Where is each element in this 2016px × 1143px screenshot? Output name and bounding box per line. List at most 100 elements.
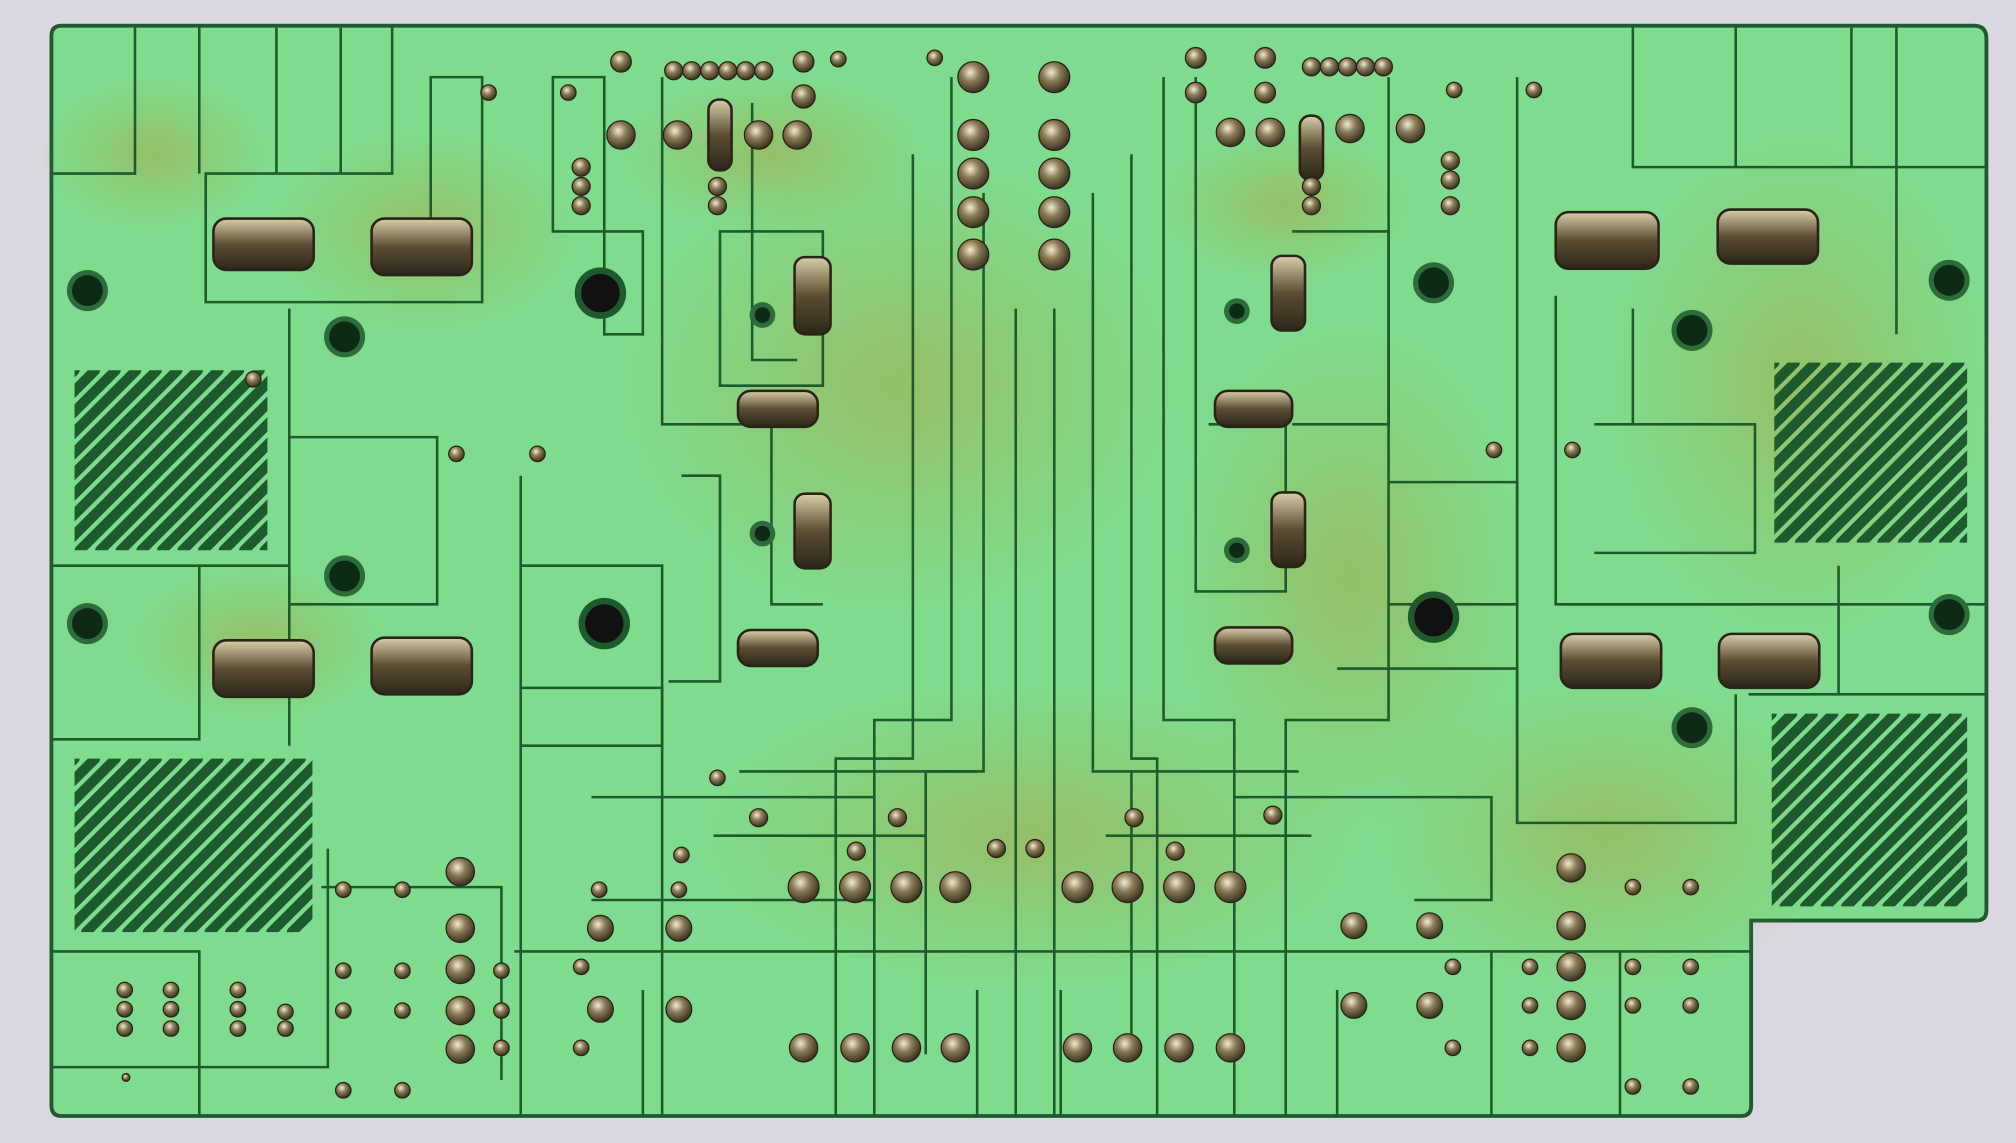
solder-joint — [829, 50, 847, 68]
solder-joint — [957, 118, 990, 152]
vertical-pad — [793, 255, 832, 336]
solder-joint — [1337, 57, 1358, 77]
large-pad — [736, 628, 819, 668]
hole — [1933, 599, 1965, 630]
solder-joint — [940, 1033, 971, 1063]
solder-joint — [891, 1033, 922, 1063]
solder-joint — [1301, 176, 1322, 197]
trace — [1130, 154, 1159, 1116]
solder-joint — [610, 50, 632, 73]
vent-slot — [218, 499, 268, 551]
solder-joint — [1440, 170, 1460, 190]
vent-slot — [1918, 491, 1968, 543]
solder-joint — [572, 1039, 590, 1057]
solder-joint — [1301, 196, 1322, 216]
solder-joint — [394, 881, 411, 899]
solder-joint — [787, 871, 820, 904]
vent-slot — [225, 842, 313, 933]
solder-joint — [1395, 113, 1426, 144]
trace — [204, 25, 484, 304]
solder-joints — [116, 46, 1700, 1099]
vent-slot — [1774, 362, 1862, 453]
solder-joint — [1038, 157, 1071, 190]
vent-slot — [74, 758, 183, 869]
solder-joint — [1038, 196, 1071, 229]
solder-joint — [334, 962, 352, 980]
solder-joint — [244, 370, 262, 388]
large-pad — [1559, 632, 1663, 690]
vent-slot — [1774, 362, 1883, 473]
vent-slot — [74, 758, 245, 931]
vent-slot — [1771, 713, 1963, 906]
stain — [1157, 128, 1415, 283]
solder-joint — [1556, 952, 1586, 982]
vertical-pad — [707, 98, 733, 172]
solder-joint — [394, 962, 411, 980]
solder-joint — [1038, 61, 1071, 94]
vent-slot — [115, 396, 268, 551]
solder-joint — [1355, 57, 1376, 77]
vent-slot — [1923, 860, 1968, 907]
solder-joint — [1556, 990, 1586, 1021]
solder-joint — [1184, 46, 1207, 69]
solder-joint — [1124, 808, 1144, 828]
large-pad — [212, 217, 316, 272]
solder-joint — [445, 856, 476, 887]
screw-head — [581, 273, 620, 313]
solder-joint — [838, 871, 872, 904]
vent-slot — [74, 758, 121, 807]
solder-joint — [662, 120, 693, 150]
trace — [1515, 77, 1738, 825]
trace — [1631, 25, 1987, 169]
solder-joint — [590, 881, 608, 899]
solder-joint — [116, 1000, 134, 1018]
solder-joint — [571, 157, 591, 177]
solder-joint — [957, 61, 990, 94]
large-pad — [1213, 626, 1294, 665]
solder-joint — [1556, 1033, 1586, 1063]
vent-slot — [1774, 362, 1924, 514]
vent-slot — [198, 478, 268, 551]
solder-joint — [1624, 1078, 1642, 1095]
solder-joint — [1061, 871, 1094, 904]
solder-joint — [394, 1002, 411, 1019]
solder-joint — [665, 914, 693, 942]
hole — [329, 321, 360, 353]
solder-joint — [1215, 1033, 1246, 1063]
solder-joint — [572, 958, 590, 976]
vent-slot — [142, 760, 313, 933]
solder-joint — [229, 1020, 247, 1037]
solder-joint — [448, 445, 465, 463]
solder-joint — [1682, 1078, 1700, 1095]
solder-joint — [571, 176, 591, 197]
vent-slot — [1856, 429, 1968, 543]
solder-joint — [1165, 841, 1185, 861]
large-pad — [1213, 389, 1294, 429]
vent-slot — [74, 758, 204, 890]
solder-joint — [586, 914, 614, 942]
solder-joint — [1564, 441, 1581, 459]
vent-slot — [1771, 713, 1819, 762]
solder-joint — [887, 808, 908, 828]
stain — [38, 77, 271, 232]
solder-joint — [1340, 991, 1368, 1019]
solder-joint — [121, 1072, 131, 1082]
solder-joint — [1162, 871, 1196, 904]
vent-slot — [74, 370, 265, 551]
vent-slot — [81, 758, 265, 933]
vent-grid — [74, 758, 313, 933]
solder-joint — [939, 871, 972, 904]
vent-slot — [1815, 388, 1968, 543]
vent-slot — [1902, 840, 1968, 907]
vent-slot — [1774, 362, 1821, 411]
vertical-pad — [1270, 491, 1307, 569]
hole — [1418, 267, 1449, 299]
solder-joint — [1319, 57, 1340, 77]
solder-joint — [700, 61, 720, 81]
solder-joint — [1444, 958, 1462, 976]
solder-joint — [1440, 196, 1460, 216]
solder-joint — [493, 1002, 510, 1019]
trace — [591, 795, 876, 902]
solder-joint — [1485, 441, 1503, 459]
